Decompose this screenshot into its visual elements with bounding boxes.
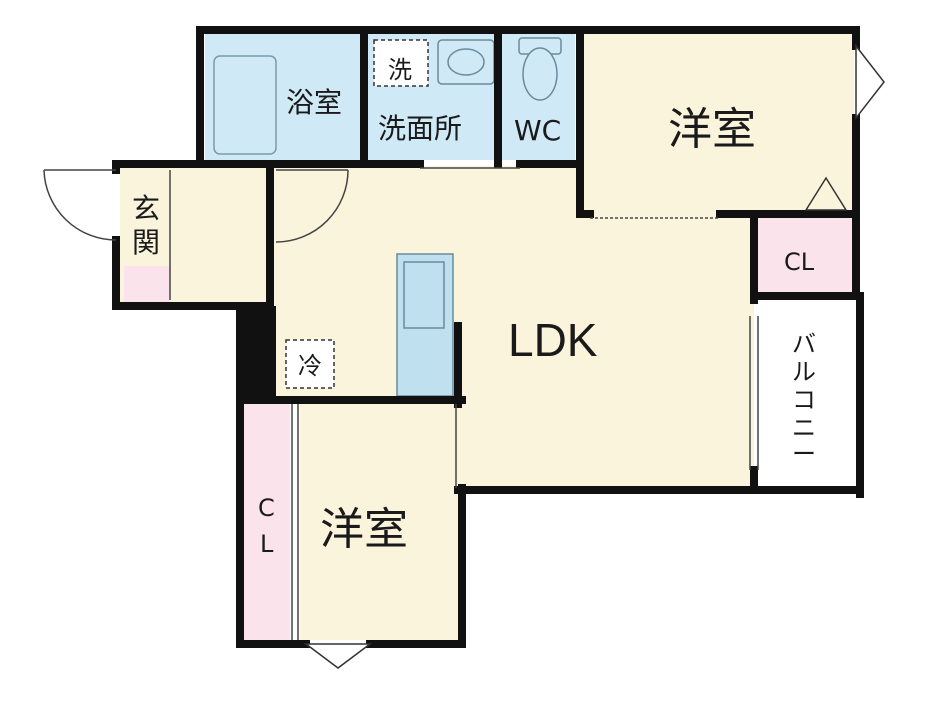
washer-pan — [373, 39, 429, 87]
western-room-top-label: 洋室 — [668, 104, 756, 155]
window-bottom — [303, 643, 373, 669]
balcony-label-1: バ — [792, 330, 816, 358]
balcony-label-3: コ — [792, 386, 816, 414]
balcony-label-4: ニ — [792, 414, 816, 442]
western-room-bottom-floor — [300, 404, 458, 640]
fridge-label: 冷 — [298, 352, 322, 380]
washroom-label: 洗面所 — [378, 112, 462, 145]
sink-bowl — [447, 48, 485, 76]
wall-column — [240, 306, 276, 400]
window-room-corner — [804, 176, 848, 211]
toilet-bowl — [522, 47, 558, 101]
wc-label: WC — [514, 114, 561, 147]
closet-left-label-1: C — [258, 494, 275, 522]
door-swings — [43, 167, 759, 640]
bath-label: 浴室 — [286, 86, 342, 119]
western-room-bottom-label: 洋室 — [320, 504, 408, 555]
entrance-label-1: 玄 — [132, 192, 160, 225]
fridge-space — [285, 339, 335, 389]
sink — [437, 39, 495, 85]
bathtub — [213, 55, 277, 155]
ldk-floor — [270, 166, 754, 490]
wall-column-entrance — [266, 166, 274, 306]
closet-left-label-2: L — [260, 530, 274, 558]
closet-right-label: CL — [784, 248, 815, 276]
window-top-right — [855, 43, 885, 121]
washer-label: 洗 — [388, 56, 412, 84]
entrance-label-2: 関 — [132, 226, 160, 259]
balcony-label-5: ー — [792, 440, 816, 468]
closet-left-floor — [244, 404, 290, 640]
entrance-step — [124, 266, 170, 302]
ldk-label: LDK — [508, 314, 598, 366]
kitchen-sink — [403, 261, 445, 329]
western-room-top-floor — [582, 32, 854, 214]
walls — [112, 26, 864, 648]
balcony-label-2: ル — [792, 358, 816, 386]
closet-right-floor — [758, 218, 854, 292]
